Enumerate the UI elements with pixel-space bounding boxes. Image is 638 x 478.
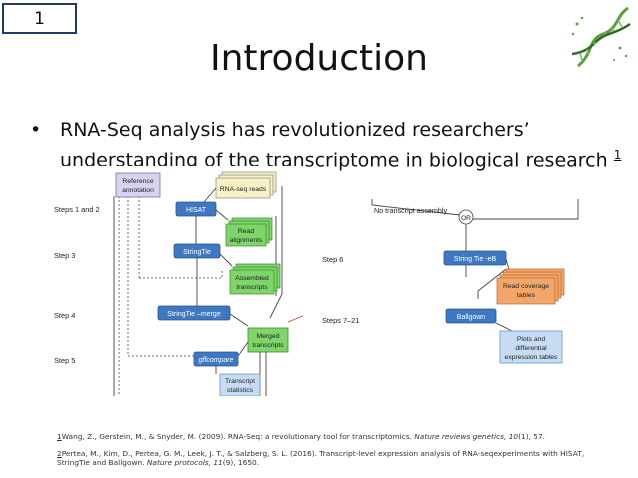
rnaseq-reads-stack — [215, 171, 277, 199]
reference-annotation-line2: annotation — [122, 187, 154, 194]
merged-transcripts-box — [247, 327, 289, 353]
read-alignments-line1: Read — [238, 228, 254, 235]
stringtie-label: StringTie — [183, 249, 211, 256]
workflow-figure-left: Steps 1 and 2 Step 3 Step 4 Step 5 — [44, 166, 303, 396]
read-alignments-line2: alignments — [230, 237, 263, 244]
hisat-label: HISAT — [186, 207, 207, 214]
stringtie-merge-label: StringTie –merge — [167, 311, 221, 318]
stringtie-eb-label: String Tie -eB — [454, 256, 497, 263]
step-label-4: Step 4 — [54, 311, 75, 320]
assembled-transcripts-stack — [229, 263, 281, 295]
reference-1-authors: Wang, Z., Gerstein, M., & Snyder, M. (20… — [61, 432, 415, 441]
stringtie-merge-box — [157, 305, 231, 321]
workflow-figure-right: No transcript assembly OR Step 6 Steps 7… — [310, 199, 584, 371]
or-node — [458, 209, 474, 225]
gffcompare-label: gffcompare — [198, 357, 233, 364]
read-coverage-line2: tables — [517, 292, 536, 299]
bullet-text: RNA-Seq analysis has revolutionized rese… — [60, 119, 608, 172]
read-alignments-stack — [225, 217, 273, 247]
assembled-transcripts-line2: transcripts — [236, 284, 268, 291]
rnaseq-reads-label: RNA-seq reads — [220, 186, 267, 193]
reference-2-journal: Nature protocols, 11 — [146, 458, 223, 467]
slide-number: 1 — [34, 8, 45, 29]
stringtie-eb-box — [443, 250, 507, 266]
slide-title: Introduction — [209, 38, 428, 79]
step-label-7-21: Steps 7–21 — [322, 316, 359, 325]
reference-annotation-line1: Reference — [122, 178, 154, 185]
assembled-transcripts-line1: Assembled — [235, 275, 269, 282]
reference-2-marker: 2 — [57, 448, 62, 458]
no-transcript-assembly-label: No transcript assembly — [374, 206, 448, 215]
reference-1: 1Wang, Z., Gerstein, M., & Snyder, M. (2… — [57, 432, 617, 442]
step-label-5: Step 5 — [54, 356, 75, 365]
ballgown-label: Ballgown — [457, 314, 486, 321]
merged-transcripts-line2: transcripts — [252, 342, 284, 349]
transcript-statistics-box — [219, 373, 261, 396]
transcript-statistics-line1: Transcript — [225, 378, 255, 385]
step-label-1-2: Steps 1 and 2 — [54, 205, 100, 214]
ballgown-box — [445, 308, 497, 324]
or-label: OR — [461, 215, 471, 222]
reference-annotation-box — [115, 172, 161, 198]
read-coverage-line1: Read coverage — [503, 283, 549, 290]
reference-2: 2Pertea, M., Kim, D., Pertea, G. M., Lee… — [57, 449, 617, 468]
step-label-3: Step 3 — [54, 251, 75, 260]
reference-1-rest: (1), 57. — [518, 432, 546, 441]
merged-transcripts-line1: Merged — [256, 333, 279, 340]
dna-helix-icon — [571, 6, 631, 68]
slide-number-box: 1 — [2, 3, 77, 34]
plots-box — [499, 330, 563, 364]
reference-2-authors-line1: Pertea, M., Kim, D., Pertea, G. M., Leek… — [61, 448, 585, 458]
transcript-statistics-line2: statistics — [227, 387, 254, 394]
reference-2-authors-line2: StringTie and Ballgown. — [57, 458, 147, 467]
bullet-dot: • — [30, 119, 42, 141]
footnote-marker: 1 — [613, 148, 622, 162]
reference-1-journal: Nature reviews genetics, 10 — [414, 432, 519, 441]
read-coverage-stack — [496, 268, 565, 305]
step-label-6: Step 6 — [322, 255, 343, 264]
reference-2-rest: (9), 1650. — [222, 458, 260, 467]
plots-line2: differential — [515, 345, 547, 352]
plots-line1: Plots and — [517, 336, 546, 343]
reference-1-marker: 1 — [57, 432, 62, 441]
references: 1Wang, Z., Gerstein, M., & Snyder, M. (2… — [57, 432, 617, 475]
plots-line3: expression tables — [505, 354, 558, 361]
